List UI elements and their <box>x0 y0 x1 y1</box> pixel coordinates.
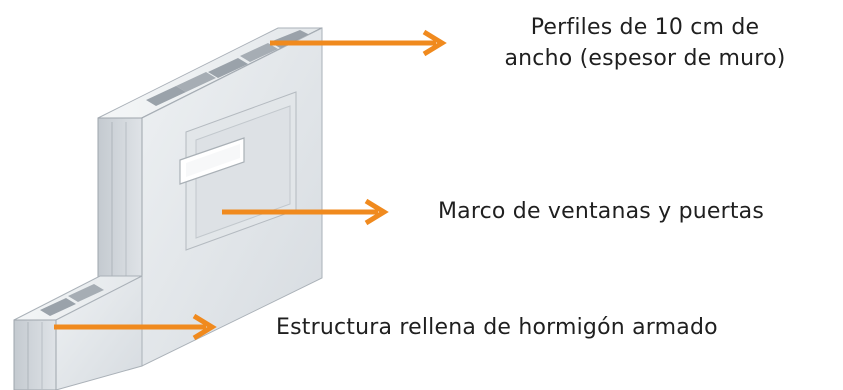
label-estructura: Estructura rellena de hormigón armado <box>276 315 718 340</box>
label-marco: Marco de ventanas y puertas <box>438 199 765 224</box>
base-panel <box>13 275 143 390</box>
label-perfiles-line2: ancho (espesor de muro) <box>504 46 786 71</box>
label-perfiles: Perfiles de 10 cm de ancho (espesor de m… <box>460 12 830 74</box>
arrow-right-icon <box>270 29 447 57</box>
arrow-right-icon <box>222 198 389 226</box>
wall-top-cells <box>97 27 323 119</box>
label-perfiles-line1: Perfiles de 10 cm de <box>530 15 760 40</box>
arrow-right-icon <box>54 313 217 341</box>
